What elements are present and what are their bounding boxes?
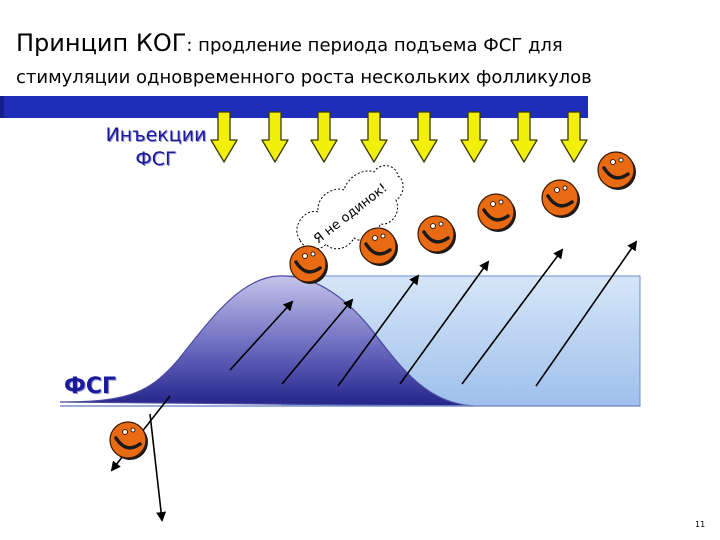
title-sub: : продление периода подъема ФСГ для — [186, 35, 563, 56]
injection-arrow-icon — [261, 111, 289, 163]
growth-arrow — [281, 298, 354, 385]
injection-arrow-icon — [310, 111, 338, 163]
slide-title: Принцип КОГ: продление периода подъема Ф… — [16, 20, 592, 89]
growth-arrow — [461, 248, 564, 385]
growth-arrow — [229, 300, 294, 371]
banner-edge — [0, 96, 4, 118]
injections-label: Инъекции ФСГ — [105, 124, 207, 170]
page-number: 11 — [695, 520, 706, 529]
follicle-icon — [416, 214, 458, 256]
follicle-icon — [540, 178, 582, 220]
follicle-icon — [358, 226, 400, 268]
injection-arrow-icon — [560, 111, 588, 163]
follicle-icon — [108, 420, 150, 462]
injection-arrow-icon — [460, 111, 488, 163]
injection-arrow-icon — [510, 111, 538, 163]
follicle-icon — [476, 192, 518, 234]
growth-arrow — [337, 274, 420, 387]
injection-arrow-icon — [360, 111, 388, 163]
title-main: Принцип КОГ — [16, 29, 187, 57]
title-line2: стимуляции одновременного роста нескольк… — [16, 66, 592, 88]
growth-arrow — [535, 240, 638, 387]
fsg-curve-label: ФСГ — [64, 374, 116, 399]
growth-arrow — [399, 260, 490, 385]
follicle-icon — [596, 150, 638, 192]
injection-arrow-icon — [410, 111, 438, 163]
decline-arrow — [149, 413, 167, 522]
top-banner — [0, 96, 588, 118]
